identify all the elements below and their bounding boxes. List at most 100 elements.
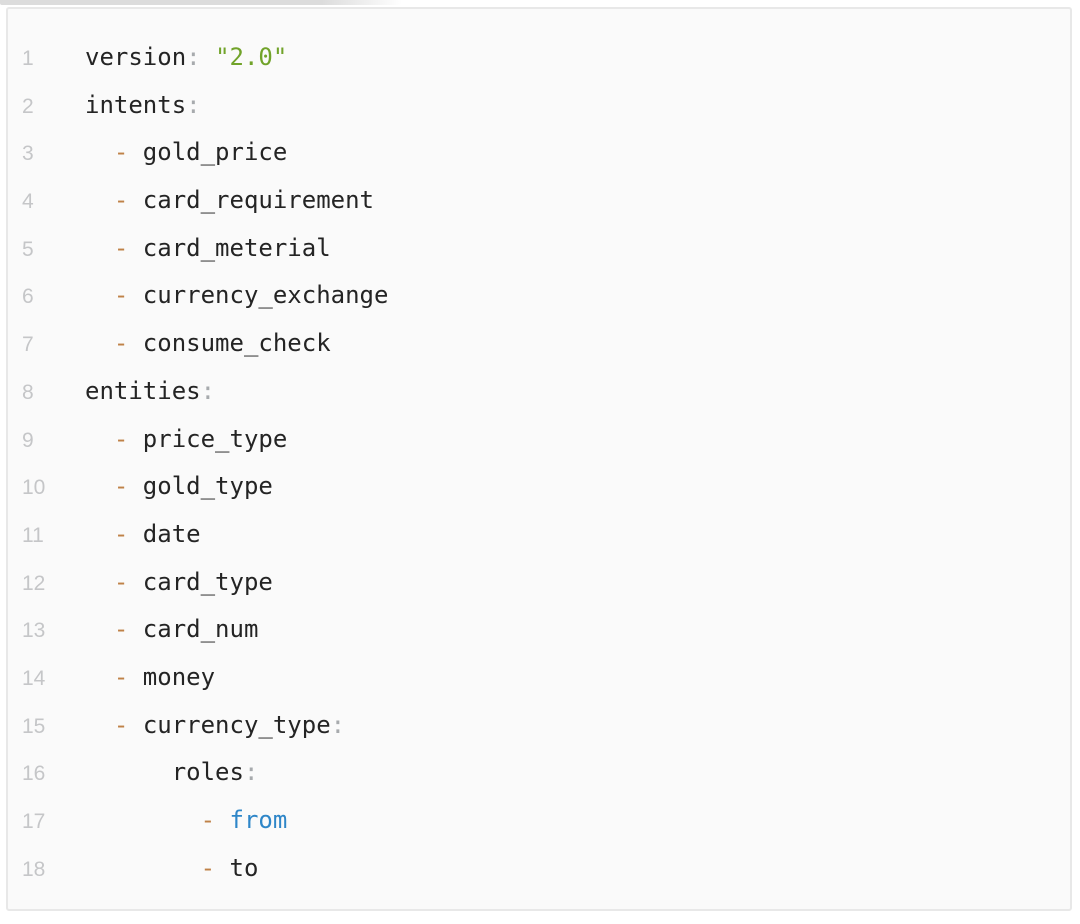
token-plain: to [215,853,259,882]
code-text: version: "2.0" [85,34,287,82]
token-plain: currency_exchange [128,281,389,310]
token-plain: card_requirement [128,186,374,215]
token-key: version [85,43,187,71]
token-plain [85,138,114,166]
token-plain: price_type [128,424,288,453]
token-punct: : [186,43,201,71]
token-plain [85,568,114,596]
code-text: - card_meterial [85,225,331,273]
token-plain [85,520,114,548]
code-line: 10 - gold_type [8,463,1070,511]
token-dash: - [200,806,216,834]
code-line: 1 version: "2.0" [8,34,1070,82]
token-plain: card_meterial [128,233,331,262]
code-line: 3 - gold_price [8,129,1070,177]
code-text: - currency_exchange [85,272,389,320]
code-line: 15 - currency_type: [8,702,1070,750]
code-text: - card_requirement [85,177,374,225]
token-punct: : [330,710,346,739]
line-number: 5 [22,237,34,261]
code-text: entities: [85,368,215,416]
token-plain: gold_type [128,472,273,501]
token-plain: gold_price [128,138,288,167]
code-lines: 1 version: "2.0" 2 intents: 3 - gold_pri… [8,34,1070,892]
token-dash: - [113,472,129,501]
token-plain [85,615,114,643]
code-text: - from [85,797,288,845]
code-text: - price_type [85,416,287,464]
token-plain [85,472,114,500]
token-dash: - [113,662,129,691]
yaml-code-block: 1 version: "2.0" 2 intents: 3 - gold_pri… [6,7,1072,911]
token-dash: - [113,329,129,358]
code-text: - card_type [85,559,273,607]
line-number: 15 [22,714,46,738]
code-line: 11 - date [8,511,1070,559]
line-number: 14 [22,666,46,690]
line-number: 2 [22,94,34,118]
line-number: 13 [22,619,46,643]
line-number: 10 [22,476,46,500]
code-text: roles: [85,749,259,797]
token-plain [85,329,114,357]
token-dash: - [200,853,216,882]
token-punct: : [243,758,259,787]
code-line: 6 - currency_exchange [8,272,1070,320]
token-plain [85,854,201,882]
code-line: 2 intents: [8,82,1070,130]
line-number: 18 [22,857,46,881]
code-line: 5 - card_meterial [8,225,1070,273]
line-number: 4 [22,190,34,214]
token-plain [85,663,114,691]
top-clipped-element [0,0,402,5]
code-text: - gold_price [85,129,287,177]
line-number: 12 [22,571,46,595]
token-key: intents [85,90,187,119]
code-line: 13 - card_num [8,606,1070,654]
code-line: 9 - price_type [8,416,1070,464]
token-key: roles [171,758,244,787]
code-line: 12 - card_type [8,559,1070,607]
token-dash: - [113,138,129,167]
token-dash: - [113,567,129,596]
token-plain: consume_check [128,329,331,358]
token-plain: card_type [128,567,273,596]
token-plain: card_num [128,615,259,644]
token-plain [201,43,215,71]
line-number: 16 [22,762,46,786]
line-number: 9 [22,428,34,452]
token-dash: - [113,186,129,215]
line-number: 17 [22,810,46,833]
code-text: - consume_check [85,320,331,368]
code-text: intents: [85,82,201,130]
line-number: 3 [22,142,34,166]
token-keyword: from [229,806,288,834]
token-plain: date [128,519,201,548]
token-plain [85,186,114,214]
code-text: - money [85,654,215,702]
line-number: 6 [22,285,34,309]
code-line: 4 - card_requirement [8,177,1070,225]
token-string: "2.0" [215,43,288,71]
code-line: 18 - to [8,845,1070,893]
code-line: 8 entities: [8,368,1070,416]
line-number: 7 [22,333,34,357]
token-dash: - [113,615,129,644]
token-plain [85,234,114,262]
line-number: 11 [22,523,44,547]
code-text: - card_num [85,606,259,654]
code-line: 16 roles: [8,749,1070,797]
token-plain [128,711,142,739]
token-plain: money [128,662,216,691]
line-number: 1 [22,47,34,70]
code-text: - date [85,511,201,559]
code-text: - to [85,845,259,893]
token-dash: - [113,281,129,310]
token-dash: - [113,424,129,453]
code-line: 7 - consume_check [8,320,1070,368]
token-dash: - [113,710,129,739]
token-punct: : [200,376,216,405]
token-dash: - [113,519,129,548]
token-plain [215,806,229,834]
token-punct: : [186,90,201,119]
